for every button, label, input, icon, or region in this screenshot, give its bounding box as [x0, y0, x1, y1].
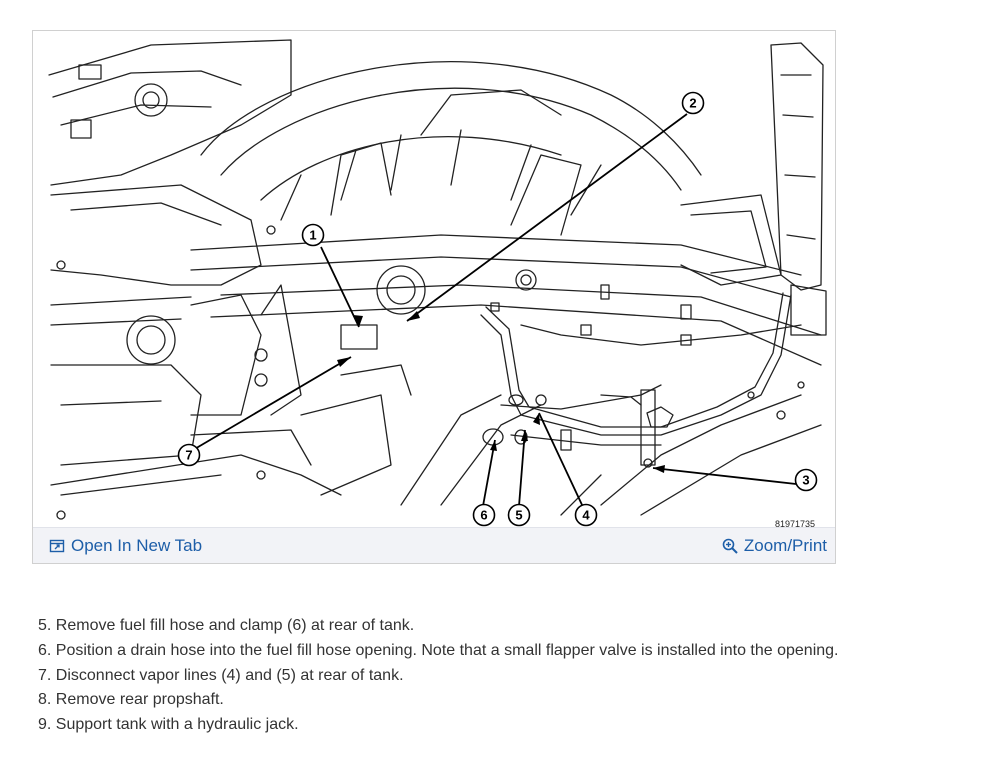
step-item: 6. Position a drain hose into the fuel f… — [38, 641, 839, 659]
callout-2: 2 — [681, 91, 705, 115]
zoom-print-link[interactable]: Zoom/Print — [722, 536, 827, 556]
external-window-icon — [49, 538, 65, 554]
vehicle-underbody-drawing — [48, 39, 827, 520]
svg-text:6: 6 — [480, 508, 487, 523]
figure-toolbar: Open In New Tab Zoom/Print — [33, 527, 835, 563]
figure-code: 81971735 — [774, 519, 815, 529]
svg-text:5: 5 — [515, 508, 522, 523]
diagram-svg: 1 2 3 4 5 — [48, 39, 827, 527]
open-in-new-tab-label: Open In New Tab — [71, 536, 203, 555]
callout-markers: 1 2 3 4 5 — [177, 91, 818, 527]
step-item: 5. Remove fuel fill hose and clamp (6) a… — [38, 617, 415, 634]
magnifier-plus-icon — [722, 538, 738, 554]
zoom-print-label: Zoom/Print — [743, 536, 827, 555]
callout-6: 6 — [472, 503, 496, 527]
figure-container: 1 2 3 4 5 — [32, 30, 836, 564]
callout-leaders — [192, 113, 797, 508]
callout-1: 1 — [301, 223, 325, 247]
callout-4: 4 — [574, 503, 598, 527]
step-item: 9. Support tank with a hydraulic jack. — [38, 716, 299, 734]
svg-text:4: 4 — [582, 508, 590, 523]
svg-text:7: 7 — [185, 448, 192, 463]
step-item: 7. Disconnect vapor lines (4) and (5) at… — [38, 666, 404, 684]
callout-3: 3 — [794, 468, 818, 492]
callout-arrowheads — [337, 311, 665, 473]
fuel-tank-diagram: 1 2 3 4 5 — [41, 35, 829, 529]
callout-7: 7 — [177, 443, 201, 467]
svg-text:1: 1 — [309, 228, 316, 243]
callout-5: 5 — [507, 503, 531, 527]
step-item: 8. Remove rear propshaft. — [38, 691, 224, 709]
svg-text:3: 3 — [802, 473, 809, 488]
open-in-new-tab-link[interactable]: Open In New Tab — [49, 536, 202, 556]
procedure-steps: 5. Remove fuel fill hose and clamp (6) a… — [38, 614, 839, 738]
svg-text:2: 2 — [689, 96, 696, 111]
